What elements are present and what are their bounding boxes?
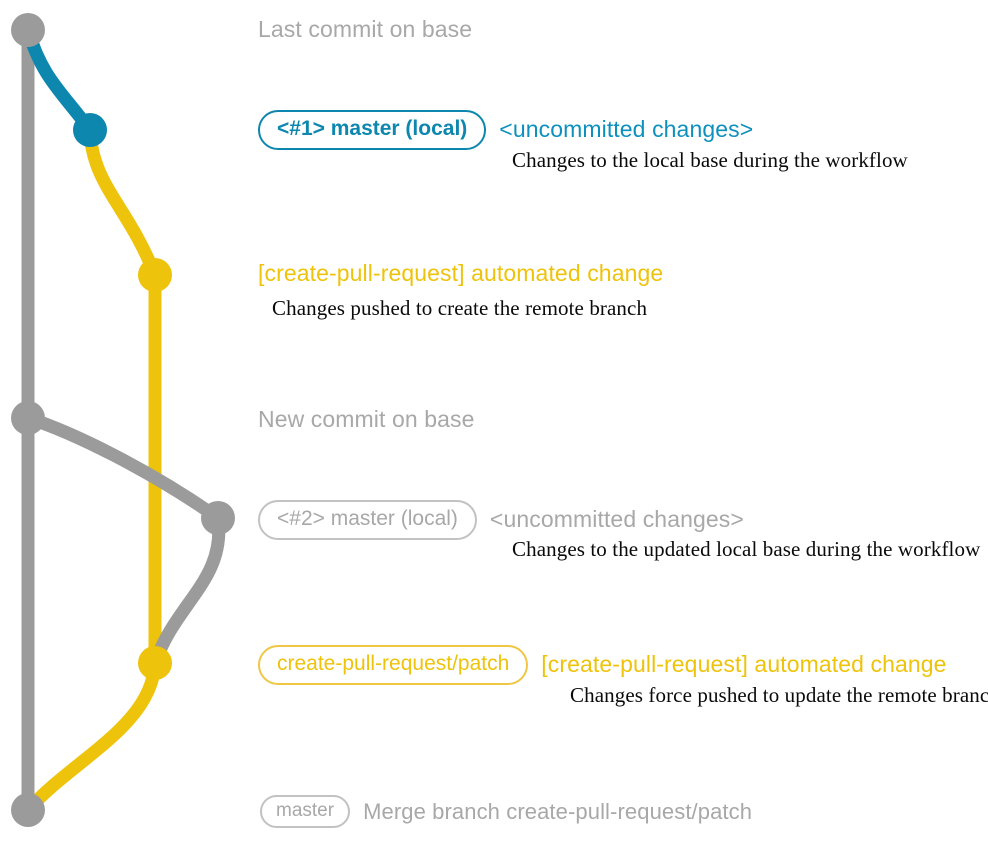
branch-badge-local-master-2[interactable]: <#2> master (local) <box>258 500 477 540</box>
commit-subject-automated-change-1: [create-pull-request] automated change <box>258 260 664 286</box>
commit-description-automated-change-1: Changes pushed to create the remote bran… <box>272 296 648 320</box>
commit-subject-merge-branch: Merge branch create-pull-request/patch <box>363 798 753 824</box>
commit-row-new-commit-on-base: New commit on base <box>258 406 475 433</box>
commit-node-yellow-push-2[interactable] <box>138 646 172 680</box>
commit-row-local-master-1: <#1> master (local) <uncommitted changes… <box>258 110 753 150</box>
commit-subject-new-commit-on-base: New commit on base <box>258 406 475 432</box>
commit-description-local-master-1: Changes to the local base during the wor… <box>512 148 908 172</box>
commit-description-local-master-2: Changes to the updated local base during… <box>512 537 981 561</box>
commit-subject-automated-change-2: [create-pull-request] automated change <box>541 651 947 678</box>
commit-node-gray-local-2[interactable] <box>201 501 235 535</box>
commit-row-local-master-2: <#2> master (local) <uncommitted changes… <box>258 500 744 540</box>
commit-row-merge-branch: master Merge branch create-pull-request/… <box>260 795 753 829</box>
commit-subject-last-commit-on-base: Last commit on base <box>258 16 473 42</box>
commit-node-base-merge[interactable] <box>11 793 45 827</box>
commit-subject-local-master-2: <uncommitted changes> <box>489 506 744 533</box>
commit-row-automated-change-2: create-pull-request/patch [create-pull-r… <box>258 645 947 685</box>
branch-line-gray-rejoin <box>148 511 226 670</box>
commit-node-blue-local[interactable] <box>73 113 107 147</box>
commit-row-last-commit-on-base: Last commit on base <box>258 16 472 43</box>
commit-node-base-head[interactable] <box>11 13 45 47</box>
commit-node-base-new[interactable] <box>11 401 45 435</box>
commit-subject-local-master-1: <uncommitted changes> <box>499 116 754 143</box>
branch-badge-master[interactable]: master <box>260 795 351 829</box>
commit-row-automated-change-1: [create-pull-request] automated change <box>258 260 663 287</box>
branch-line-gray-feature <box>21 411 225 525</box>
branch-badge-local-master-1[interactable]: <#1> master (local) <box>258 110 487 150</box>
branch-line-yellow-merge <box>21 656 162 817</box>
commit-description-automated-change-2: Changes force pushed to update the remot… <box>570 683 988 707</box>
branch-badge-create-pull-request-patch[interactable]: create-pull-request/patch <box>258 645 529 685</box>
commit-node-yellow-push-1[interactable] <box>138 258 172 292</box>
branch-line-yellow-upper <box>83 123 162 670</box>
branch-line-blue <box>21 23 97 137</box>
